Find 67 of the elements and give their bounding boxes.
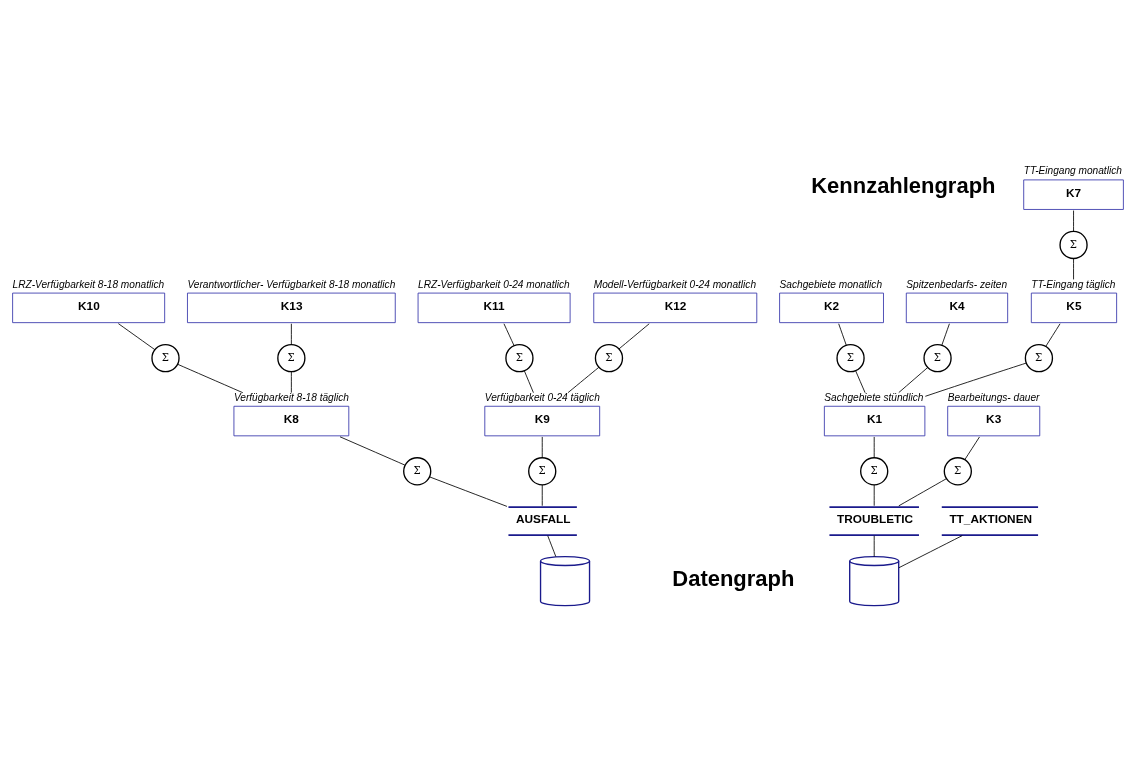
node-box: K1: [823, 405, 926, 436]
node-label: LRZ-Verfügbarkeit 8-18 monatlich: [12, 278, 165, 290]
node-text: TROUBLETIC: [837, 511, 914, 526]
connector: [290, 370, 292, 393]
node-box: K4: [905, 292, 1009, 323]
connector: [429, 476, 508, 507]
connector: [117, 322, 156, 350]
node-circle: Σ: [860, 456, 889, 485]
connector: [290, 322, 292, 345]
connector: [941, 322, 950, 345]
node-box: K13: [187, 292, 396, 323]
node-box: K5: [1030, 292, 1118, 323]
connector: [503, 322, 515, 346]
node-label: Sachgebiete monatlich: [779, 278, 883, 290]
node-label: Spitzenbedarfs- zeiten: [906, 278, 1008, 290]
node-circle: Σ: [505, 343, 534, 372]
connector: [541, 484, 543, 506]
connector: [523, 369, 534, 393]
node-circle: Σ: [943, 456, 972, 485]
connector: [964, 436, 980, 460]
node-circle: Σ: [151, 343, 180, 372]
node-circle: Σ: [403, 456, 432, 485]
node-label: TT-Eingang täglich: [1031, 278, 1116, 290]
connector: [873, 436, 875, 458]
node-label: Modell-Verfügbarkeit 0-24 monatlich: [593, 278, 757, 290]
node-text: AUSFALL: [516, 511, 571, 526]
connector: [567, 366, 600, 393]
connector: [855, 369, 866, 393]
connector: [541, 436, 543, 458]
node-box: K7: [1023, 178, 1124, 210]
connector: [838, 322, 847, 345]
connector: [898, 534, 963, 568]
node-box: K12: [593, 292, 758, 323]
node-box: K10: [12, 292, 166, 323]
node-label: LRZ-Verfügbarkeit 0-24 monatlich: [418, 278, 570, 290]
connector: [547, 534, 557, 557]
label: Kennzahlengraph: [811, 172, 996, 198]
connector: [898, 366, 929, 393]
node-label: Verantwortlicher- Verfügbarkeit 8-18 monatlich: [187, 278, 396, 290]
node-circle: Σ: [594, 343, 624, 372]
node-circle: Σ: [277, 343, 306, 372]
connector: [924, 362, 1027, 397]
node-label: TT-Eingang monatlich: [1023, 164, 1122, 176]
node-box: K9: [484, 405, 601, 436]
node-box: K11: [417, 292, 571, 323]
node-circle: Σ: [1059, 230, 1088, 259]
node-label: Bearbeitungs- dauer: [947, 391, 1040, 403]
node-box: K2: [779, 292, 884, 323]
connector: [339, 435, 406, 466]
node-circle: Σ: [1024, 343, 1054, 372]
connector: [1073, 257, 1074, 280]
connector: [177, 363, 244, 393]
node-text: TT_AKTIONEN: [949, 511, 1033, 526]
connector: [1073, 209, 1074, 232]
node-circle: Σ: [528, 456, 557, 485]
node-label: Verfügbarkeit 8-18 täglich: [233, 391, 349, 403]
label: Datengraph: [672, 565, 795, 591]
node-label: Sachgebiete stündlich: [824, 391, 924, 403]
node-circle: Σ: [836, 343, 865, 372]
node-box: K3: [947, 405, 1041, 436]
connector: [1045, 322, 1061, 347]
node-circle: Σ: [923, 343, 952, 372]
connector: [618, 322, 650, 349]
connector: [898, 477, 947, 506]
node-box: K8: [233, 405, 350, 436]
connector: [873, 484, 875, 506]
node-label: Verfügbarkeit 0-24 täglich: [484, 391, 600, 403]
